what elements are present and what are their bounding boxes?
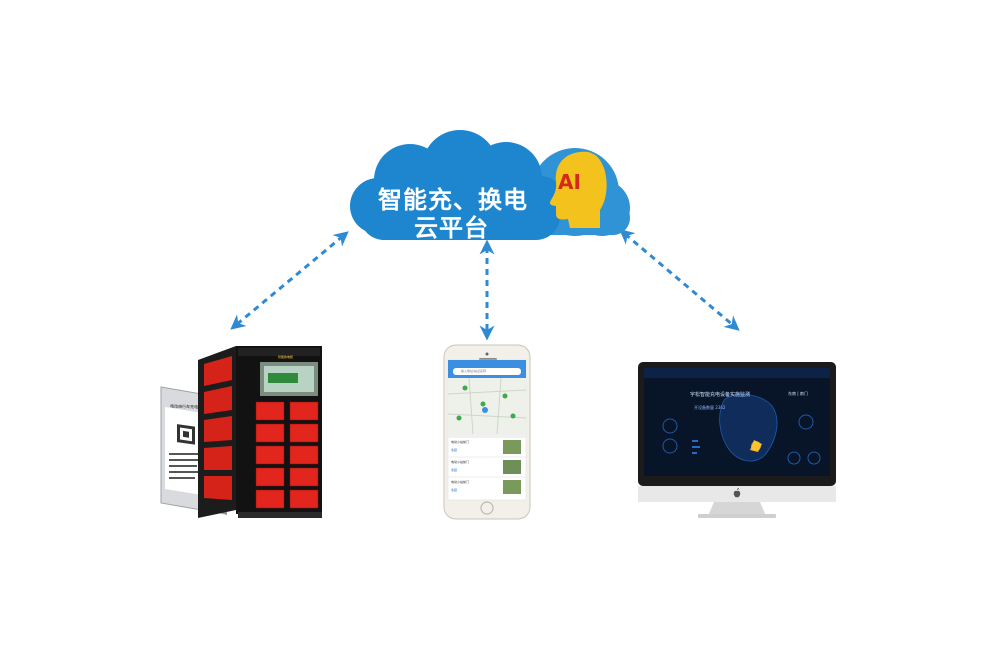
ai-badge: AI [558,170,581,194]
phone-search-input: 输入地址/站点名称 [461,369,487,373]
cabinet-brand: 智能换电柜 [278,355,294,359]
phone-list-item: 电动小站前门 [451,480,470,484]
cloud-title-line2: 云平台 [414,214,489,242]
arrow-cloud-to-cabinet [230,231,349,330]
ai-head-icon [549,151,607,228]
cloud-title-line1: 智能充、换电 [378,186,528,214]
phone-list-tag: 收藏 [451,468,458,472]
phone-list-tag: 收藏 [451,448,458,452]
phone-list-item: 电动小站前门 [451,440,470,444]
smartphone [443,344,531,520]
dashboard-metric: 开设备数量 2362 [694,405,726,410]
desktop-monitor [638,362,836,518]
dashboard-side-label: 东南 | 南门 [788,391,808,396]
phone-list-item: 电动小站前门 [451,460,470,464]
apple-logo-icon [733,488,741,498]
arrow-cloud-to-monitor [619,229,740,331]
phone-list-tag: 收藏 [451,488,458,492]
charging-cabinet [198,346,322,518]
dashboard-title: 宇松智能充电设备实施监测 [690,392,751,398]
